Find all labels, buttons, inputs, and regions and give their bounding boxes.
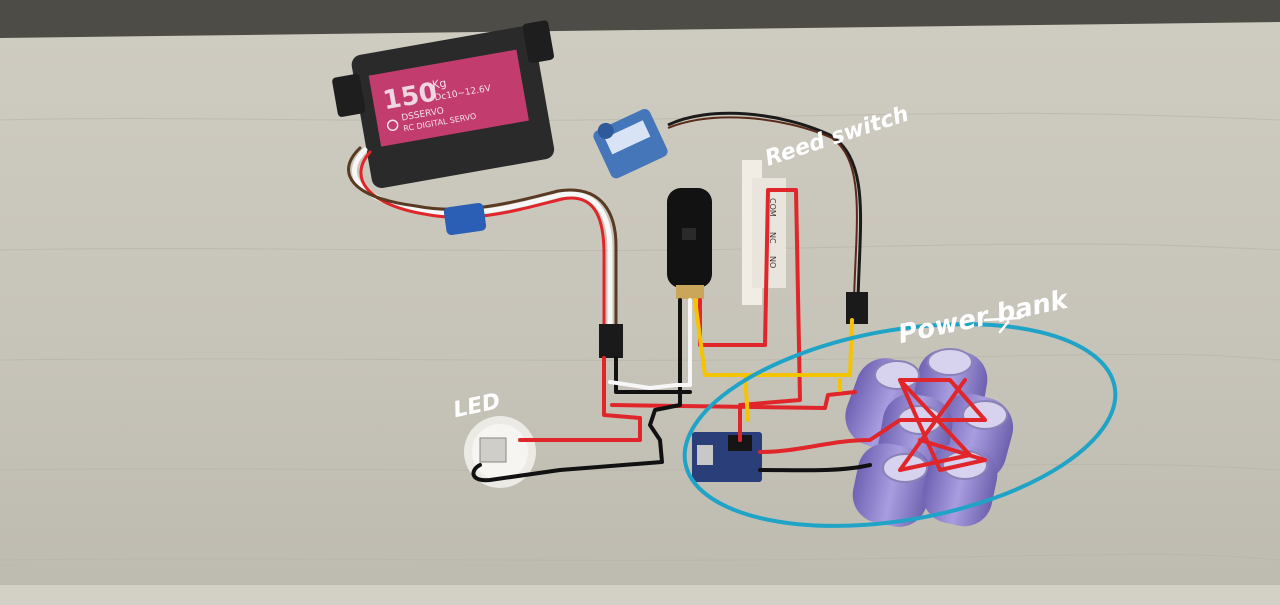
small-servo	[593, 108, 668, 179]
servo-cable	[347, 146, 618, 333]
small-servo-connector	[846, 292, 868, 324]
reed-terminal-no: NO	[768, 256, 777, 268]
reed-switch: COM NC NO	[742, 160, 786, 305]
cable-wrap	[443, 202, 487, 236]
servo-load-unit: Kg	[431, 76, 447, 91]
servo-label-plate	[368, 49, 529, 147]
large-servo: 150 Kg Dc10~12.6V DSSERVO RC DIGITAL SER…	[332, 20, 555, 188]
led-light	[464, 416, 536, 488]
charger-board	[692, 432, 762, 482]
wall-ledge	[0, 585, 1280, 605]
wiring-yellow	[693, 298, 854, 422]
wiring-white	[608, 298, 692, 390]
wall-top-shadow	[0, 0, 1280, 38]
wiring-black	[471, 298, 872, 483]
powerbank-circle	[682, 322, 1118, 528]
powerbank-arrow	[983, 316, 1022, 334]
wiring-red	[518, 188, 987, 472]
reed-terminal-nc: NC	[768, 232, 777, 244]
wall-grain	[0, 112, 1280, 561]
reed-terminal-com: COM	[768, 198, 777, 217]
battery-pack	[845, 348, 1014, 527]
servo-connector	[599, 324, 623, 358]
sensor-module	[667, 188, 712, 299]
small-servo-cable	[667, 111, 863, 301]
